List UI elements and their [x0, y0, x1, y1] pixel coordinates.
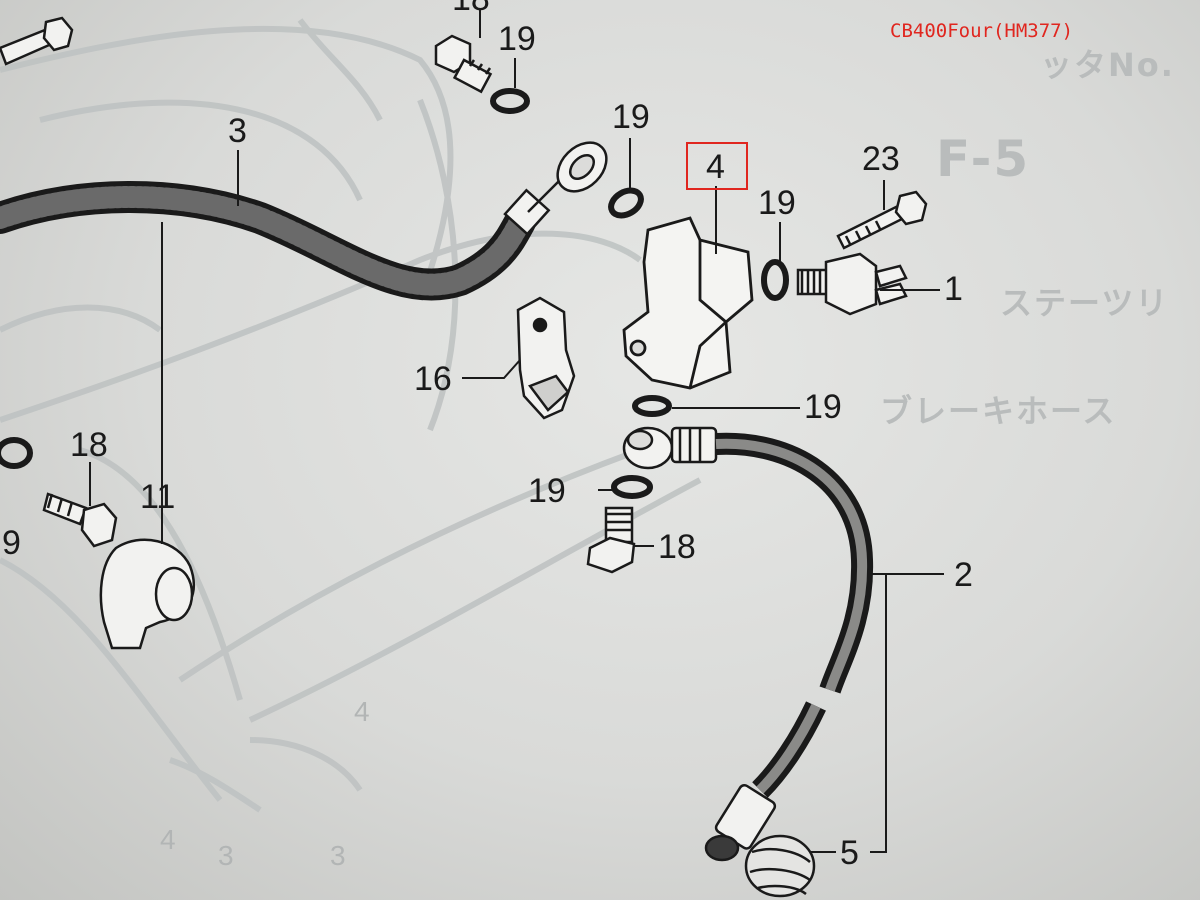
bolt-23: [836, 190, 928, 250]
callout-9: 9: [2, 524, 21, 562]
cap-11: [99, 538, 195, 650]
model-tag: CB400Four(HM377): [890, 20, 1074, 42]
ghost-callout-4b: 4: [160, 824, 176, 855]
brake-light-switch-1: [796, 252, 908, 316]
bolt-18-mid: [586, 506, 636, 574]
bracket-16: [516, 296, 576, 420]
boot-5: [744, 834, 816, 898]
ghost-katakana-top: ッタNo.: [1040, 46, 1175, 84]
washer-19-bottom: [611, 475, 653, 499]
callout-18-top: 18: [452, 0, 490, 16]
callout-18-mid: 18: [658, 528, 696, 566]
callout-23: 23: [862, 140, 900, 178]
washer-19-lower: [632, 395, 672, 417]
callout-16: 16: [414, 360, 452, 398]
callout-5: 5: [840, 834, 859, 872]
callout-19-c: 19: [804, 388, 842, 426]
hose-2-banjo-fitting: [622, 426, 718, 470]
callout-19-d: 19: [528, 472, 566, 510]
callout-18-left: 18: [70, 426, 108, 464]
brake-joint-4: [622, 216, 754, 390]
background-ghost-lines: [0, 18, 702, 813]
ghost-katakana-low: ブレーキホース: [880, 392, 1117, 430]
callout-19-a: 19: [612, 98, 650, 136]
washer-9-left: [0, 437, 33, 469]
brake-hose-2-lower-inner: [756, 703, 821, 794]
highlight-box-part-4: [686, 142, 748, 190]
bolt-18-top: [434, 34, 493, 94]
bolt-18-left: [42, 492, 118, 548]
ghost-callout-4: 4: [354, 696, 370, 727]
callout-19-top: 19: [498, 20, 536, 58]
washer-19-top: [490, 88, 530, 114]
callout-11: 11: [140, 478, 176, 516]
callout-3: 3: [228, 112, 247, 150]
leader-lines: [89, 10, 944, 853]
hose-2-end-fitting: [704, 783, 777, 862]
ghost-callout-3a: 3: [218, 840, 234, 871]
callout-1: 1: [944, 270, 963, 308]
callout-4: 4: [706, 148, 725, 186]
washer-19-right: [761, 259, 789, 301]
ghost-callout-3b: 3: [330, 840, 346, 871]
bolt-top-left: [0, 16, 74, 66]
hose-3-banjo-fitting: [503, 141, 608, 236]
ghost-fig-code: F-5: [936, 130, 1031, 188]
callout-19-b: 19: [758, 184, 796, 222]
ghost-katakana-mid: ステーツリ: [1000, 284, 1170, 322]
washer-19-upper: [608, 187, 644, 219]
callout-2: 2: [954, 556, 973, 594]
brake-hose-2-inner: [715, 438, 868, 692]
brake-hose-3-braid: [0, 186, 531, 296]
